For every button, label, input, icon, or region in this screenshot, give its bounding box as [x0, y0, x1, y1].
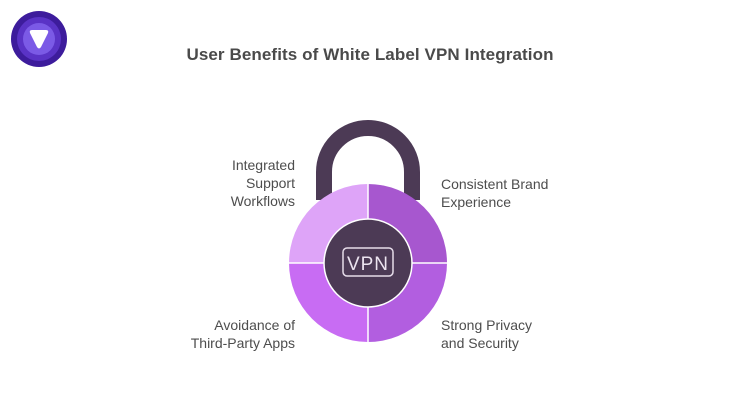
vpn-badge [342, 247, 394, 277]
label-integrated-support-workflows: Integrated Support Workflows [230, 157, 295, 209]
label-strong-privacy-security: Strong Privacy and Security [441, 317, 533, 351]
label-avoidance-third-party-apps: Avoidance of Third-Party Apps [190, 317, 295, 351]
padlock-shackle [316, 120, 420, 200]
center-hub [323, 218, 413, 308]
label-consistent-brand-experience: Consistent Brand Experience [441, 176, 549, 210]
vpn-label: VPN [347, 254, 389, 275]
page-title: User Benefits of White Label VPN Integra… [186, 45, 554, 64]
brand-logo-icon [11, 11, 67, 67]
